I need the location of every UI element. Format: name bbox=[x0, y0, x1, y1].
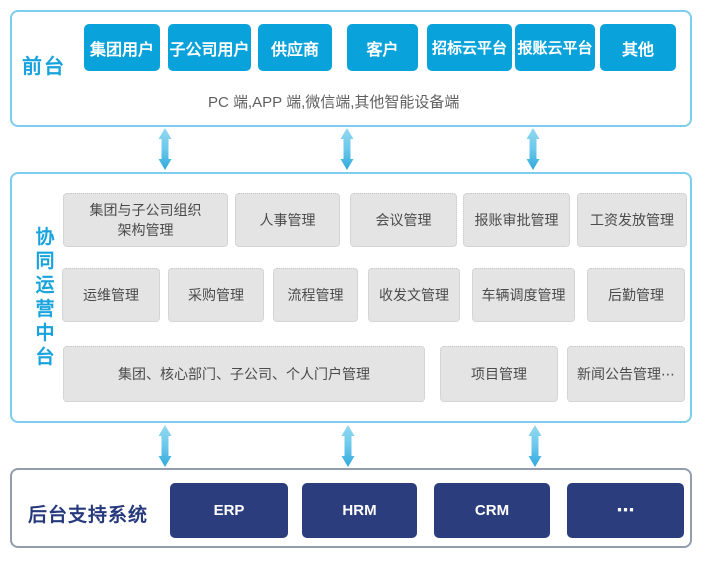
front-platform-box: 客户 bbox=[347, 24, 418, 71]
middle-module-box: 项目管理 bbox=[440, 346, 558, 402]
middle-module-box: 会议管理 bbox=[350, 193, 457, 247]
front-platform-box: 报账云平台 bbox=[515, 24, 595, 71]
backend-system-box: HRM bbox=[302, 483, 417, 538]
middle-module-box: 流程管理 bbox=[273, 268, 358, 322]
backend-system-box: CRM bbox=[434, 483, 550, 538]
middle-module-box: 集团与子公司组织架构管理 bbox=[63, 193, 228, 247]
front-platform-box: 子公司用户 bbox=[168, 24, 251, 71]
double-arrow-icon bbox=[339, 425, 357, 467]
front-tier-container bbox=[10, 10, 692, 127]
backend-tier-label: 后台支持系统 bbox=[28, 505, 149, 526]
backend-system-box: ERP bbox=[170, 483, 288, 538]
double-arrow-icon bbox=[156, 425, 174, 467]
middle-module-box: 工资发放管理 bbox=[577, 193, 687, 247]
middle-module-label: 集团与子公司组织架构管理 bbox=[89, 202, 202, 238]
middle-tier-label: 协同运营中台 bbox=[35, 226, 55, 368]
front-devices-subtitle: PC 端,APP 端,微信端,其他智能设备端 bbox=[208, 94, 460, 111]
middle-module-box: 后勤管理 bbox=[587, 268, 685, 322]
front-platform-box: 其他 bbox=[600, 24, 676, 71]
double-arrow-icon bbox=[338, 128, 356, 170]
double-arrow-icon bbox=[156, 128, 174, 170]
middle-module-box: 收发文管理 bbox=[368, 268, 460, 322]
middle-tier-container: 协同运营中台 bbox=[10, 172, 692, 423]
front-platform-box: 集团用户 bbox=[84, 24, 160, 71]
double-arrow-icon bbox=[524, 128, 542, 170]
middle-module-box: 车辆调度管理 bbox=[472, 268, 575, 322]
middle-module-box: 人事管理 bbox=[235, 193, 340, 247]
middle-module-box: 采购管理 bbox=[168, 268, 264, 322]
middle-module-box: 新闻公告管理⋯ bbox=[567, 346, 685, 402]
front-platform-box: 供应商 bbox=[258, 24, 332, 71]
middle-module-box: 报账审批管理 bbox=[463, 193, 570, 247]
middle-module-box: 运维管理 bbox=[62, 268, 160, 322]
double-arrow-icon bbox=[526, 425, 544, 467]
front-tier-label: 前台 bbox=[22, 56, 66, 78]
front-platform-box: 招标云平台 bbox=[427, 24, 512, 71]
backend-system-box: ⋯ bbox=[567, 483, 684, 538]
backend-tier-container bbox=[10, 468, 692, 548]
middle-module-box: 集团、核心部门、子公司、个人门户管理 bbox=[63, 346, 425, 402]
